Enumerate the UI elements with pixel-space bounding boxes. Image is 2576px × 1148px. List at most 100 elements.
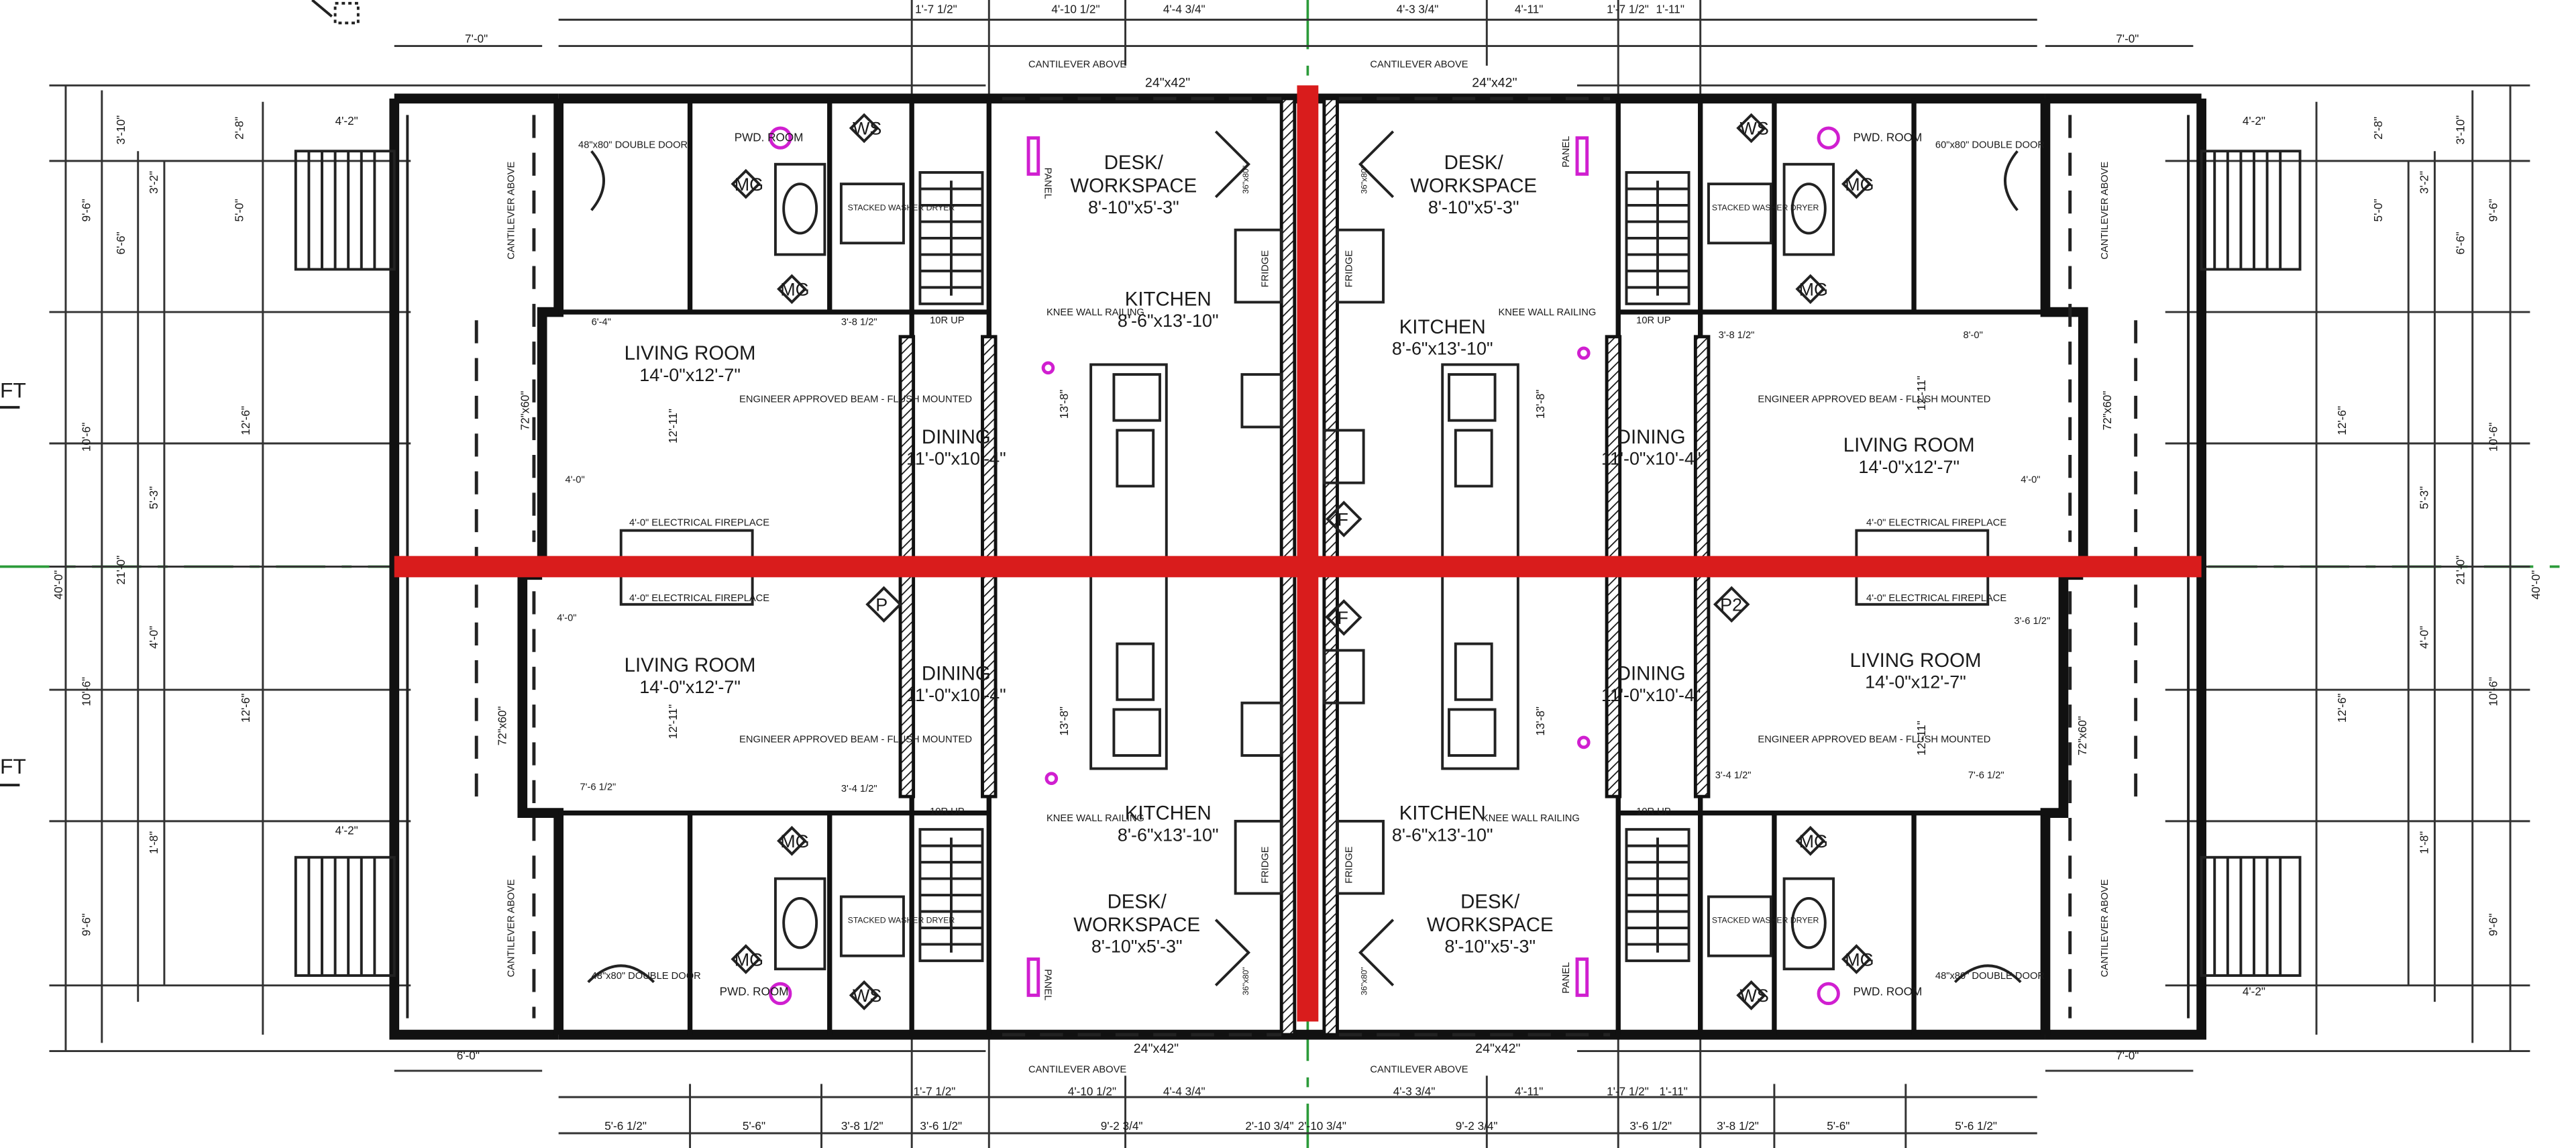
exterior-stair-top-right <box>2200 150 2302 271</box>
note-up-1: 10R UP <box>930 315 965 326</box>
dim-bot-5-6-r: 5'-6 1/2" <box>1955 1119 1997 1133</box>
living-label-3: LIVING ROOM <box>625 654 756 676</box>
dim-7-0-br: 7'-0" <box>2116 1049 2139 1062</box>
note-door-36-1: 36"x80" <box>1241 166 1250 194</box>
diamond-labels: MG MG WS MG MG WS MG MG WS MG MG WS P P2… <box>735 119 1874 1006</box>
dim-left-3-10: 3'-10" <box>114 115 127 145</box>
dim-left-10-6-a: 10'-6" <box>80 423 93 452</box>
desk-size-1: 8'-10"x5'-3" <box>1088 197 1179 217</box>
note-window-72-2: 72"x60" <box>2100 391 2114 431</box>
diamond-markers <box>731 113 1872 1010</box>
dim-bot-3-8-r: 3'-8 1/2" <box>1717 1119 1759 1133</box>
desk-label-1b: WORKSPACE <box>1070 174 1197 197</box>
note-knee-wall-1: KNEE WALL RAILING <box>1046 307 1144 318</box>
symbol-ws-1: WS <box>853 119 881 139</box>
dim-left-1-8: 1'-8" <box>147 831 160 854</box>
note-door-36-3: 36"x80" <box>1241 967 1250 995</box>
cantilever-lines <box>474 97 2138 1037</box>
note-fridge-4: FRIDGE <box>1344 846 1355 884</box>
dim-3-4-a: 3'-4 1/2" <box>841 784 877 794</box>
pwd-room-3: PWD. ROOM <box>720 984 789 998</box>
note-cantilever-side-3: CANTILEVER ABOVE <box>506 879 517 977</box>
dim-kitchen-13-8-d: 13'-8" <box>1534 707 1547 736</box>
symbol-mg-7: MG <box>1845 949 1874 970</box>
dim-top-7-0-r: 7'-0" <box>2116 32 2139 46</box>
dim-left-2-8: 2'-8" <box>232 117 246 140</box>
dim-bot-5-6-b: 5'-6" <box>1827 1119 1849 1133</box>
dim-kitchen-13-8-c: 13'-8" <box>1057 707 1071 736</box>
dim-4-0-a: 4'-0" <box>565 475 584 486</box>
desk-size-3: 8'-10"x5'-3" <box>1091 937 1183 957</box>
laundry-blocks <box>839 182 1772 957</box>
powder-room-fixtures <box>773 162 1835 971</box>
note-cantilever-1: CANTILEVER ABOVE <box>1028 59 1126 70</box>
dim-left-40-0: 40'-0" <box>52 570 65 600</box>
dim-right-12-6-a: 12'-6" <box>2335 406 2349 435</box>
dim-top-7-0-l: 7'-0" <box>465 32 488 46</box>
dim-left-6-6: 6'-6" <box>114 231 127 254</box>
dim-bot-3-6-l: 3'-6 1/2" <box>920 1119 962 1133</box>
symbol-ws-2: WS <box>1739 119 1768 139</box>
dim-top-4-4: 4'-4 3/4" <box>1163 3 1205 16</box>
pwd-room-4: PWD. ROOM <box>1853 984 1922 998</box>
note-cantilever-3: CANTILEVER ABOVE <box>1028 1064 1126 1075</box>
pwd-room-1: PWD. ROOM <box>735 131 804 144</box>
dim-top-4-11: 4'-11" <box>1515 3 1543 16</box>
desk-label-4b: WORKSPACE <box>1427 914 1554 936</box>
symbol-mg-4: MG <box>1799 280 1828 300</box>
room-labels: DESK/ WORKSPACE 8'-10"x5'-3" DESK/ WORKS… <box>625 131 1982 998</box>
dim-4-2-tr: 4'-2" <box>2243 114 2265 127</box>
dim-4-0-c: 4'-0" <box>557 613 576 623</box>
note-panel-3: PANEL <box>1042 969 1053 1000</box>
dim-top-4-10: 4'-10 1/2" <box>1051 3 1099 16</box>
dim-8-0-a: 8'-0" <box>1964 330 1983 341</box>
note-laundry-1: STACKED WASHER DRYER <box>848 203 955 212</box>
dim-top-1-7-r: 1'-7 1/2" <box>1607 3 1649 16</box>
note-fridge-3: FRIDGE <box>1260 846 1271 884</box>
kitchen-label-2: KITCHEN <box>1399 316 1486 338</box>
pwd-room-2: PWD. ROOM <box>1853 131 1922 144</box>
dining-label-2: DINING <box>1617 426 1686 448</box>
dim-6-4-a: 6'-4" <box>592 317 611 328</box>
dim-bot-9-2-l: 9'-2 3/4" <box>1101 1119 1143 1133</box>
dim-right-10-6-a: 10'-6" <box>2486 423 2500 452</box>
door-swings <box>587 130 2022 987</box>
dim-right-1-8: 1'-8" <box>2418 831 2431 854</box>
dim-4-0-b: 4'-0" <box>2021 475 2040 486</box>
magenta-markers <box>769 126 1840 1006</box>
note-laundry-3: STACKED WASHER DRYER <box>848 916 955 925</box>
dim-bot-3-6-r: 3'-6 1/2" <box>1629 1119 1672 1133</box>
dim-right-9-6-b: 9'-6" <box>2486 913 2500 936</box>
dim-living-12-11-b: 12'-11" <box>1915 376 1928 411</box>
note-window-72-1: 72"x60" <box>519 391 532 431</box>
note-fireplace-4: 4'-0" ELECTRICAL FIREPLACE <box>1866 593 2006 604</box>
dim-3-8-a: 3'-8 1/2" <box>841 317 877 328</box>
note-door-48-3: 48"x80" DOUBLE DOOR <box>1935 971 2045 982</box>
dim-right-3-10: 3'-10" <box>2453 115 2467 145</box>
dim-top-4-3: 4'-3 3/4" <box>1397 3 1439 16</box>
dim-living-12-11-a: 12'-11" <box>666 409 680 443</box>
note-window-3: 24"x42" <box>1134 1041 1179 1056</box>
dim-left-5-0: 5'-0" <box>232 199 246 221</box>
dining-size-4: 11'-0"x10'-4" <box>1601 685 1701 705</box>
note-beam-1: ENGINEER APPROVED BEAM - FLUSH MOUNTED <box>739 395 972 405</box>
side-label-top: FT <box>0 378 26 402</box>
note-window-1: 24"x42" <box>1145 76 1190 91</box>
living-size-3: 14'-0"x12'-7" <box>639 677 741 697</box>
interior-stair-bottom-right <box>1625 828 1690 962</box>
note-cantilever-side-4: CANTILEVER ABOVE <box>2100 879 2110 977</box>
interior-stair-top-left <box>918 171 984 305</box>
dim-bot-1-7-l: 1'-7 1/2" <box>914 1085 956 1098</box>
dim-left-9-6-b: 9'-6" <box>80 913 93 936</box>
dim-bot-1-7-r: 1'-7 1/2" <box>1607 1085 1649 1098</box>
dim-bot-2-10-l: 2'-10 3/4" <box>1245 1119 1293 1133</box>
note-fireplace-1: 4'-0" ELECTRICAL FIREPLACE <box>629 517 769 528</box>
desk-size-4: 8'-10"x5'-3" <box>1444 937 1536 957</box>
symbol-ws-4: WS <box>1739 986 1768 1006</box>
dim-6-0-bl: 6'-0" <box>457 1049 480 1062</box>
note-knee-wall-2: KNEE WALL RAILING <box>1498 307 1596 318</box>
plan-notes: CANTILEVER ABOVE CANTILEVER ABOVE CANTIL… <box>0 59 2114 1075</box>
dim-bot-5-6-a: 5'-6" <box>743 1119 765 1133</box>
dim-right-5-0: 5'-0" <box>2371 199 2385 221</box>
